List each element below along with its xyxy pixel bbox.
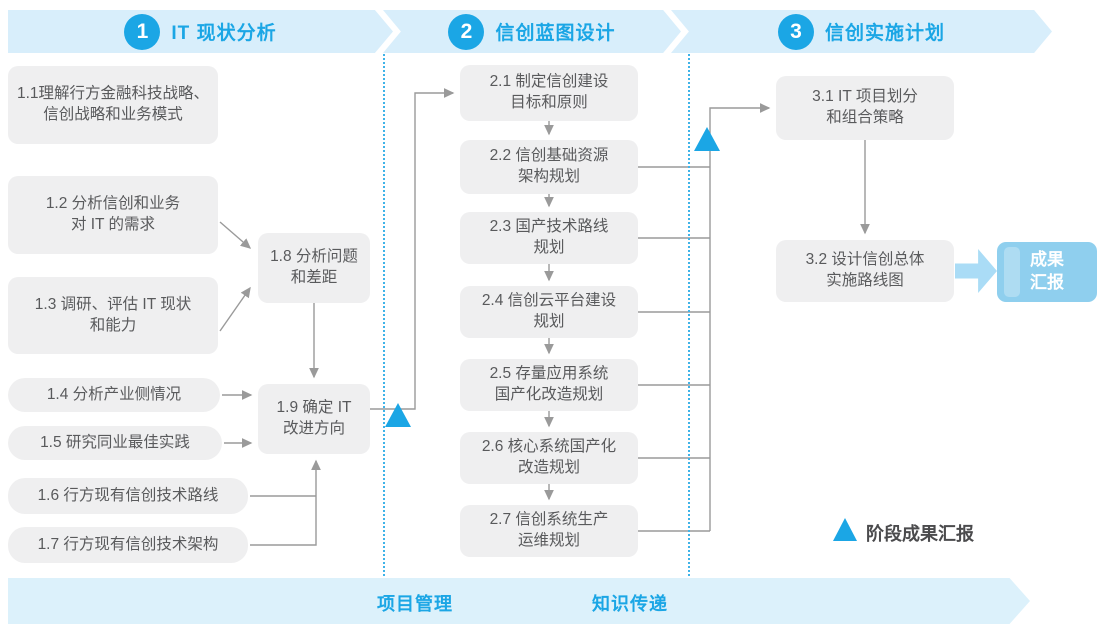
phase-title: IT 现状分析 bbox=[171, 23, 277, 44]
phase-divider-1 bbox=[383, 54, 385, 576]
step-box-2-4: 2.4 信创云平台建设 规划 bbox=[460, 286, 638, 338]
step-label: 1.1理解行方金融科技战略、 信创战略和业务模式 bbox=[16, 85, 210, 123]
step-box-3-1: 3.1 IT 项目划分 和组合策略 bbox=[776, 76, 954, 140]
step-box-2-5: 2.5 存量应用系统 国产化改造规划 bbox=[460, 359, 638, 411]
legend-label: 阶段成果汇报 bbox=[866, 524, 974, 544]
phase-banner-3: 3 信创实施计划 bbox=[671, 10, 1052, 53]
result-report-label: 成果 汇报 bbox=[1030, 250, 1064, 292]
step-box-1-8: 1.8 分析问题 和差距 bbox=[258, 233, 370, 303]
step-box-1-6: 1.6 行方现有信创技术路线 bbox=[8, 478, 248, 514]
step-label: 1.7 行方现有信创技术架构 bbox=[37, 535, 219, 553]
step-box-2-1: 2.1 制定信创建设 目标和原则 bbox=[460, 65, 638, 121]
step-box-2-3: 2.3 国产技术路线 规划 bbox=[460, 212, 638, 264]
step-box-2-2: 2.2 信创基础资源 架构规划 bbox=[460, 140, 638, 194]
step-label: 3.1 IT 项目划分 和组合策略 bbox=[812, 88, 918, 126]
step-box-1-1: 1.1理解行方金融科技战略、 信创战略和业务模式 bbox=[8, 66, 218, 144]
step-label: 1.4 分析产业侧情况 bbox=[46, 385, 182, 403]
step-box-1-4: 1.4 分析产业侧情况 bbox=[8, 378, 220, 412]
phase-title: 信创实施计划 bbox=[824, 23, 945, 44]
step-label: 2.2 信创基础资源 架构规划 bbox=[489, 147, 609, 185]
phase-title: 信创蓝图设计 bbox=[495, 23, 616, 44]
phase-number-badge: 2 bbox=[448, 13, 485, 50]
step-box-1-5: 1.5 研究同业最佳实践 bbox=[8, 426, 222, 460]
step-label: 2.6 核心系统国产化 改造规划 bbox=[481, 438, 617, 476]
step-box-2-6: 2.6 核心系统国产化 改造规划 bbox=[460, 432, 638, 484]
step-label: 1.6 行方现有信创技术路线 bbox=[37, 486, 219, 504]
footer-project-management-label: 项目管理 bbox=[377, 594, 453, 614]
step-label: 3.2 设计信创总体 实施路线图 bbox=[805, 251, 925, 289]
phase-banner-1: 1 IT 现状分析 bbox=[8, 10, 393, 53]
step-box-1-3: 1.3 调研、评估 IT 现状 和能力 bbox=[8, 277, 218, 354]
step-label: 1.8 分析问题 和差距 bbox=[270, 248, 358, 286]
bottom-ribbon bbox=[8, 578, 1030, 624]
phase-divider-2 bbox=[688, 54, 690, 576]
result-report-box: 成果 汇报 bbox=[997, 242, 1097, 302]
footer-knowledge-transfer-label: 知识传递 bbox=[592, 594, 668, 614]
step-label: 1.5 研究同业最佳实践 bbox=[40, 433, 190, 451]
step-label: 1.2 分析信创和业务 对 IT 的需求 bbox=[45, 195, 181, 233]
step-box-3-2: 3.2 设计信创总体 实施路线图 bbox=[776, 240, 954, 302]
step-label: 2.1 制定信创建设 目标和原则 bbox=[489, 73, 609, 111]
step-label: 2.4 信创云平台建设 规划 bbox=[481, 292, 617, 330]
step-label: 2.3 国产技术路线 规划 bbox=[489, 218, 609, 256]
phase-number-badge: 1 bbox=[124, 13, 161, 50]
step-box-1-7: 1.7 行方现有信创技术架构 bbox=[8, 527, 248, 563]
milestone-triangle-icon bbox=[385, 403, 411, 427]
step-label: 2.5 存量应用系统 国产化改造规划 bbox=[489, 365, 609, 403]
step-label: 2.7 信创系统生产 运维规划 bbox=[489, 511, 609, 549]
step-box-1-2: 1.2 分析信创和业务 对 IT 的需求 bbox=[8, 176, 218, 254]
step-label: 1.3 调研、评估 IT 现状 和能力 bbox=[34, 295, 192, 334]
legend-triangle-icon bbox=[833, 518, 857, 541]
phase-number-badge: 3 bbox=[777, 13, 814, 50]
phase-banner-2: 2 信创蓝图设计 bbox=[383, 10, 681, 53]
milestone-triangle-icon bbox=[694, 127, 720, 151]
step-box-1-9: 1.9 确定 IT 改进方向 bbox=[258, 384, 370, 454]
step-box-2-7: 2.7 信创系统生产 运维规划 bbox=[460, 505, 638, 557]
step-label: 1.9 确定 IT 改进方向 bbox=[276, 399, 352, 437]
